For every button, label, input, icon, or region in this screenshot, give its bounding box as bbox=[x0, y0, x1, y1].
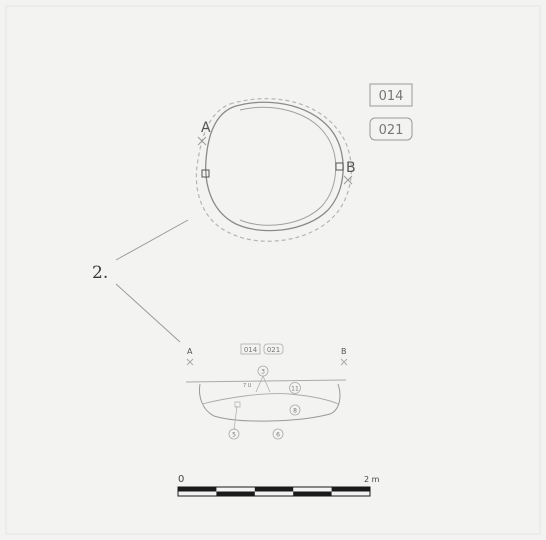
section-cross-b bbox=[340, 358, 348, 366]
plan-context-number-1: 014 bbox=[379, 89, 404, 104]
scale-seg-bottom-4 bbox=[293, 491, 332, 496]
plan-context-number-2: 021 bbox=[379, 123, 404, 138]
frame bbox=[5, 5, 541, 535]
section-layer-leaders bbox=[233, 375, 271, 431]
plan-marker-b bbox=[335, 162, 344, 171]
section-layer-boundary bbox=[201, 393, 339, 405]
plan-cross-b bbox=[343, 175, 353, 185]
svg-text:11: 11 bbox=[291, 386, 299, 393]
scale-seg-top-3 bbox=[254, 487, 294, 492]
section-small-text: 7 U bbox=[243, 383, 252, 389]
section-context-number-1: 014 bbox=[244, 346, 258, 354]
section-ground-line bbox=[185, 379, 347, 383]
plan-label-b: B bbox=[346, 160, 356, 176]
plan-label-a: A bbox=[201, 120, 211, 136]
plan-pit-outline bbox=[205, 101, 344, 232]
section-find-marker bbox=[234, 401, 241, 408]
section-label-a: A bbox=[187, 347, 193, 356]
leader-line-section bbox=[115, 283, 181, 343]
svg-text:8: 8 bbox=[293, 408, 297, 415]
scale-seg-top-1 bbox=[178, 487, 217, 492]
scale-end-label: 2 m bbox=[364, 475, 380, 484]
layer-number-8: 8 bbox=[289, 404, 301, 416]
section-label-b: B bbox=[341, 347, 347, 356]
section-pit-profile bbox=[199, 383, 341, 422]
layer-number-6: 6 bbox=[272, 428, 284, 440]
layer-number-5: 5 bbox=[228, 428, 240, 440]
svg-text:3: 3 bbox=[261, 369, 265, 376]
scale-bar: 0 2 m bbox=[177, 474, 380, 497]
scale-start-label: 0 bbox=[178, 474, 184, 485]
svg-text:5: 5 bbox=[232, 432, 236, 439]
section-cross-a bbox=[186, 358, 194, 366]
svg-text:6: 6 bbox=[276, 432, 280, 439]
layer-number-3: 3 bbox=[257, 365, 269, 377]
section-context-number-2: 021 bbox=[267, 346, 280, 354]
plan-context-box-2: 021 bbox=[369, 117, 413, 141]
leader-line-plan bbox=[115, 219, 189, 261]
section-context-box-1: 014 bbox=[240, 343, 261, 355]
plan-outer-cut bbox=[195, 98, 352, 242]
layer-number-11: 11 bbox=[289, 382, 301, 394]
plan-inner-line bbox=[239, 106, 337, 226]
section-context-box-2: 021 bbox=[263, 343, 284, 355]
section-view: A B 014 021 3 11 bbox=[185, 343, 348, 440]
plan-view: A B bbox=[195, 98, 356, 242]
plan-marker-a bbox=[201, 169, 210, 178]
plan-context-box-1: 014 bbox=[369, 83, 413, 107]
plan-cross-a bbox=[197, 136, 207, 146]
scale-seg-bottom-2 bbox=[216, 491, 255, 496]
figure-number: 2. bbox=[92, 263, 108, 283]
scale-seg-top-5 bbox=[331, 487, 370, 492]
